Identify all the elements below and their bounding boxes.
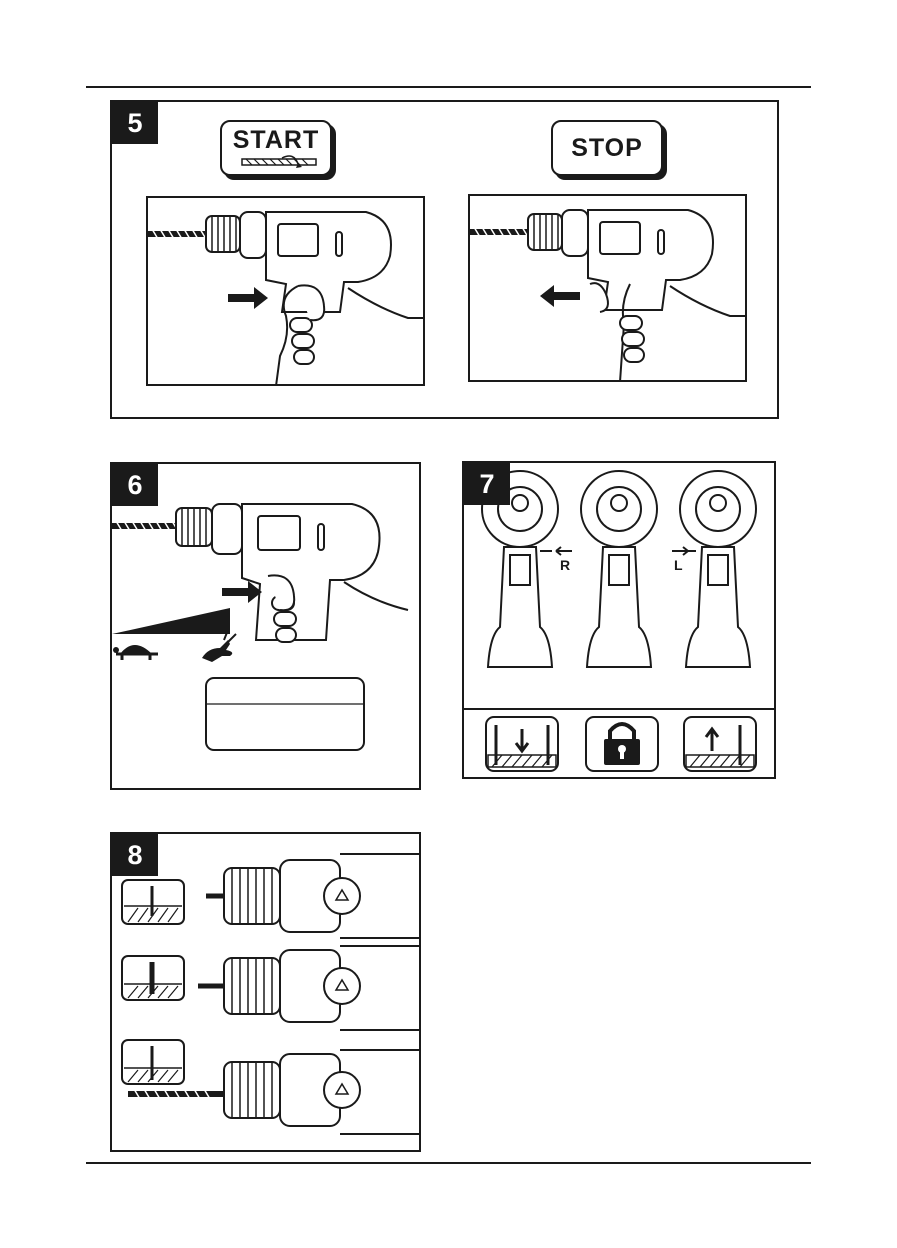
arrow-right-icon <box>222 581 262 603</box>
step-number: 7 <box>464 463 510 505</box>
direction-label-forward: L <box>674 557 683 573</box>
step-8-panel: 8 <box>110 832 421 1152</box>
stop-sign: STOP <box>551 120 663 176</box>
start-illustration <box>146 196 425 386</box>
direction-switch-illustration <box>464 463 774 777</box>
step-5-panel: 5 START STOP <box>110 100 779 419</box>
screw-large-icon <box>122 956 184 1000</box>
start-sign: START <box>220 120 332 176</box>
screw-in-icon <box>486 717 558 771</box>
direction-label-reverse: R <box>560 557 570 573</box>
drill-in-hand <box>148 198 425 386</box>
step-number: 6 <box>112 464 158 506</box>
step-6-panel: 6 <box>110 462 421 790</box>
hare-icon <box>202 630 236 662</box>
stop-label: STOP <box>571 134 643 162</box>
turtle-icon <box>113 645 158 660</box>
step-7-panel: R L 7 <box>462 461 776 779</box>
step-number: 5 <box>112 102 158 144</box>
speed-ramp <box>112 608 230 634</box>
arrow-left-icon <box>540 285 580 307</box>
arrow-right-icon <box>672 547 688 555</box>
bottom-rule <box>86 1162 811 1164</box>
torque-settings-illustration <box>112 834 419 1150</box>
drill-speed-illustration <box>112 464 419 788</box>
arrow-left-icon <box>556 547 572 555</box>
drill-mode-icon <box>122 1040 184 1084</box>
drill-in-hand <box>470 196 747 382</box>
top-rule <box>86 86 811 88</box>
start-label: START <box>222 128 330 152</box>
drill-bit-rotate-icon <box>222 154 330 176</box>
stop-illustration <box>468 194 747 382</box>
screw-out-icon <box>684 717 756 771</box>
arrow-right-icon <box>228 287 268 309</box>
screw-small-icon <box>122 880 184 924</box>
padlock-icon <box>586 717 658 771</box>
step-number: 8 <box>112 834 158 876</box>
